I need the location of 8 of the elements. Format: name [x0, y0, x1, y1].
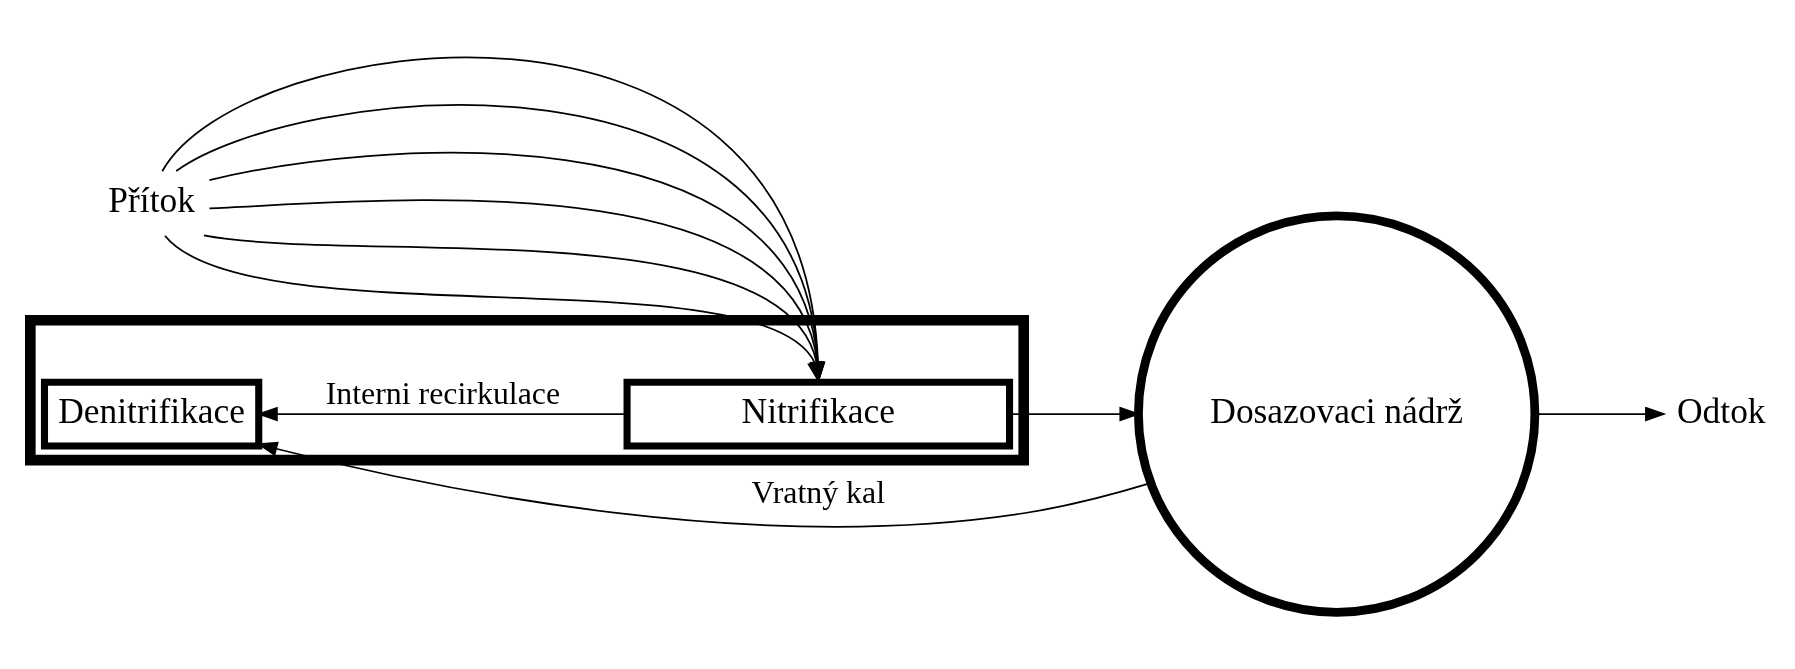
cluster	[25, 314, 1029, 466]
node-text: Odtok	[1677, 390, 1766, 431]
node-circle: Dosazovaci nádrž	[1133, 211, 1540, 617]
edge-label: Vratný kal	[751, 475, 886, 511]
node-box: Denitrifikace	[40, 378, 263, 450]
node-text: Přítok	[108, 180, 195, 221]
node-box: Nitrifikace	[623, 378, 1014, 450]
edge-label: Interni recirkulace	[325, 376, 561, 412]
